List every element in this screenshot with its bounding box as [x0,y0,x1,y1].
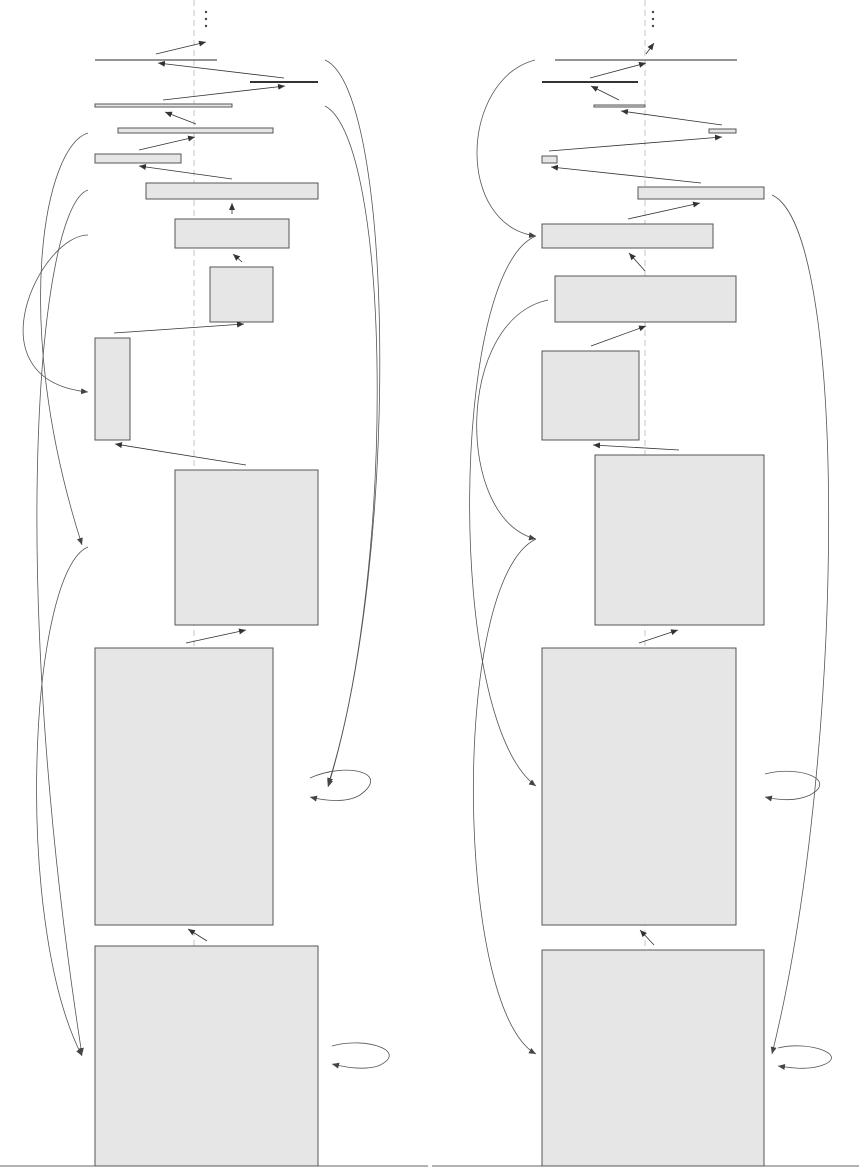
left-block-6 [145,182,319,200]
left-continuation-dots [204,10,208,28]
right-panel [432,0,859,1167]
right-block-8 [554,275,737,323]
right-arrow-1 [645,42,655,55]
left-curve-1 [324,59,381,786]
right-arrow-9 [590,325,647,347]
left-curve-4 [36,189,89,1056]
right-block-12 [541,949,765,1167]
right-arrow-6 [550,164,702,184]
left-block-7 [174,218,290,249]
left-arrow-12 [187,928,208,942]
left-arrow-5 [138,135,196,151]
left-curve-3 [40,132,89,546]
left-curve-5 [22,234,89,395]
left-arrow-6 [138,163,233,180]
right-block-10 [594,454,765,626]
left-loop-1 [309,769,372,802]
left-blocks [94,59,319,1167]
left-panel [0,0,428,1167]
left-curve-6 [36,546,89,1057]
left-arrow-1 [155,40,207,55]
right-curve-4 [473,538,537,1055]
left-curves [22,59,390,1069]
right-arrow-12 [639,929,655,946]
right-block-5 [541,155,558,164]
left-block-4 [117,127,274,134]
left-arrow-11 [185,628,247,644]
left-arrow-2 [157,60,285,79]
right-curve-5 [770,194,830,1055]
left-loop-2 [331,1042,390,1069]
left-arrow-10 [114,442,247,466]
left-block-8 [209,266,274,323]
left-block-10 [174,469,319,626]
right-curve-3 [476,299,549,541]
right-arrows [548,42,723,946]
right-block-7 [541,223,714,249]
right-arrow-5 [548,134,723,152]
left-arrow-4 [164,111,197,125]
left-arrow-9 [113,321,245,334]
right-arrow-10 [592,442,680,451]
right-arrow-11 [638,629,679,644]
right-arrow-4 [620,108,723,126]
left-block-9 [94,337,131,441]
right-block-4 [708,128,737,134]
right-curve-2 [469,235,537,787]
right-continuation-dots [651,10,655,28]
right-loop-1 [764,770,820,802]
right-arrow-8 [628,252,646,272]
left-arrow-8 [232,253,243,263]
right-arrow-2 [589,61,647,79]
left-block-12 [94,945,319,1167]
right-blocks [541,59,765,1167]
left-arrows [113,40,286,942]
left-block-3 [94,103,233,108]
right-curves [469,59,832,1070]
left-arrow-3 [162,83,286,101]
right-loop-2 [777,1045,832,1070]
right-block-11 [541,647,737,926]
right-block-9 [541,350,640,441]
right-arrow-3 [590,85,620,101]
right-block-3 [593,104,646,108]
left-block-11 [94,647,274,926]
left-curve-2 [324,105,378,788]
right-arrow-7 [627,201,701,220]
right-block-6 [637,186,765,200]
left-block-5 [94,153,182,164]
right-curve-1 [476,59,537,239]
